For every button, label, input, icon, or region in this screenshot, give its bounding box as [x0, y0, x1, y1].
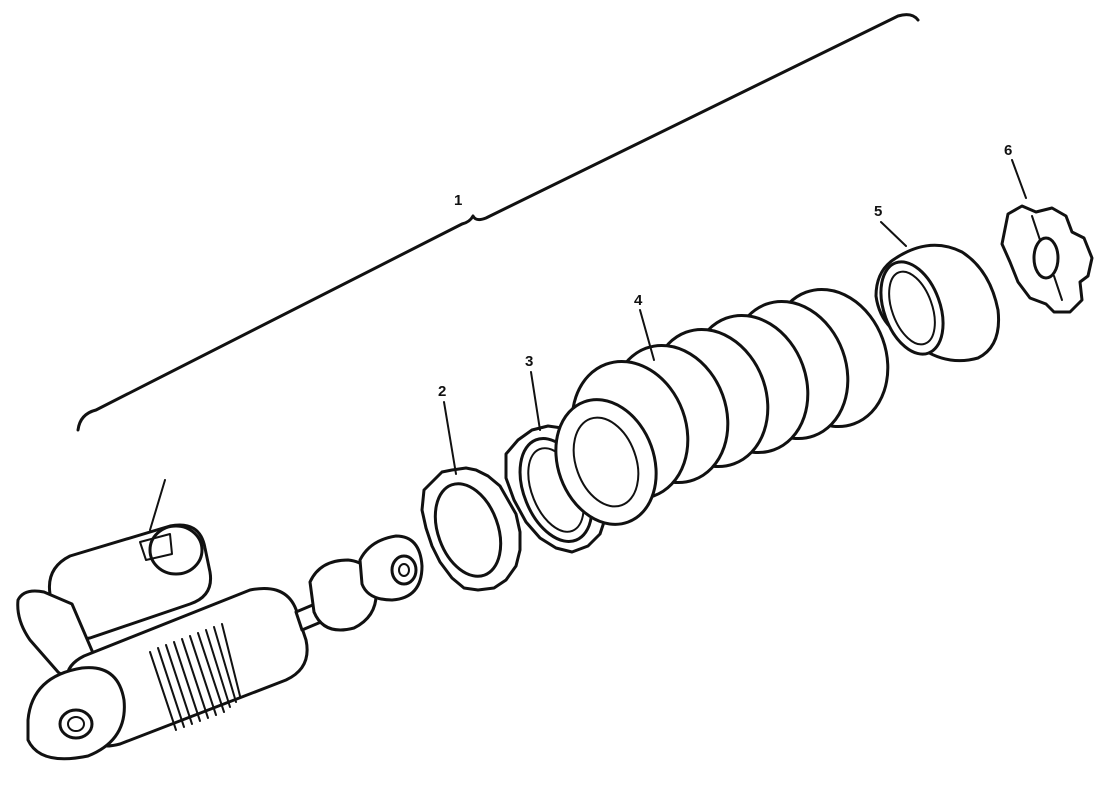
- leader-lines: [443, 159, 1027, 475]
- threaded-section: [149, 623, 241, 731]
- callout-3: 3: [525, 353, 533, 370]
- callout-5: 5: [874, 203, 882, 220]
- callout-1: 1: [454, 192, 462, 209]
- retaining-plate: [1000, 204, 1094, 314]
- assembly-bracket: [76, 13, 920, 432]
- callout-6: 6: [1004, 142, 1012, 159]
- callout-4: 4: [634, 292, 643, 309]
- spring-seat-cup: [874, 243, 1001, 363]
- coil-spring: [554, 287, 890, 526]
- damper-body: [16, 479, 424, 761]
- callout-2: 2: [438, 383, 446, 400]
- lock-ring: [420, 466, 522, 592]
